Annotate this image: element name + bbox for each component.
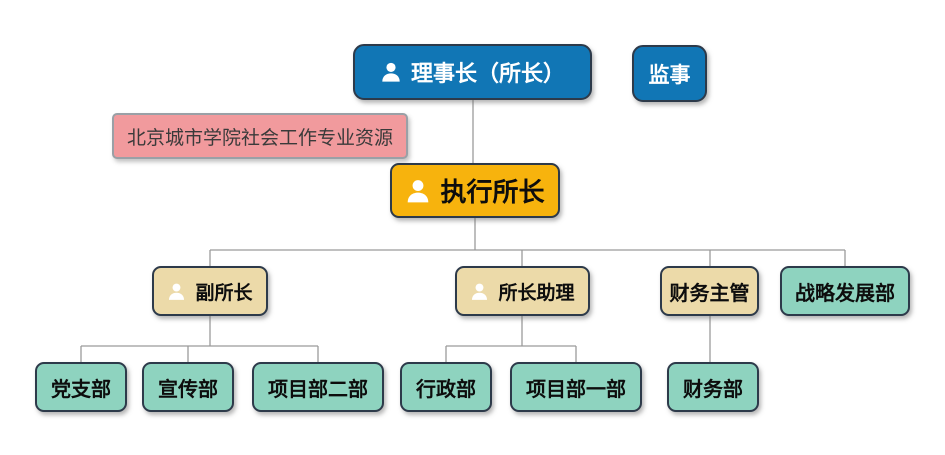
node-executive-director[interactable]: 执行所长 xyxy=(390,163,560,218)
node-label: 财务主管 xyxy=(669,282,750,305)
node-label: 执行所长 xyxy=(440,177,545,207)
node-chairman[interactable]: 理事长（所长） xyxy=(353,44,592,100)
node-label: 理事长（所长） xyxy=(410,61,565,86)
node-finance-dept[interactable]: 财务部 xyxy=(667,362,759,412)
node-project-dept-1[interactable]: 项目部一部 xyxy=(510,362,642,412)
node-label: 党支部 xyxy=(51,378,111,401)
node-project-dept-2[interactable]: 项目部二部 xyxy=(252,362,384,412)
node-party-branch[interactable]: 党支部 xyxy=(35,362,127,412)
node-label: 财务部 xyxy=(683,378,743,401)
person-icon xyxy=(405,178,431,204)
node-deputy-director[interactable]: 副所长 xyxy=(152,266,268,316)
node-strategy-development-dept[interactable]: 战略发展部 xyxy=(780,266,910,316)
note-label-box[interactable]: 北京城市学院社会工作专业资源 xyxy=(112,113,408,159)
node-supervisor[interactable]: 监事 xyxy=(632,45,707,102)
node-label: 宣传部 xyxy=(158,378,218,401)
node-finance-supervisor[interactable]: 财务主管 xyxy=(660,266,759,316)
person-icon xyxy=(167,282,186,301)
node-label: 副所长 xyxy=(195,282,253,304)
node-director-assistant[interactable]: 所长助理 xyxy=(455,266,590,316)
node-label: 战略发展部 xyxy=(795,282,895,305)
node-admin-dept[interactable]: 行政部 xyxy=(400,362,492,412)
node-label: 所长助理 xyxy=(498,282,575,304)
node-label: 监事 xyxy=(648,63,691,87)
person-icon xyxy=(470,282,489,301)
note-text: 北京城市学院社会工作专业资源 xyxy=(126,127,393,149)
person-icon xyxy=(380,61,402,83)
node-label: 项目部二部 xyxy=(268,378,368,401)
node-label: 项目部一部 xyxy=(526,378,626,401)
node-publicity-dept[interactable]: 宣传部 xyxy=(142,362,234,412)
node-label: 行政部 xyxy=(416,378,476,401)
